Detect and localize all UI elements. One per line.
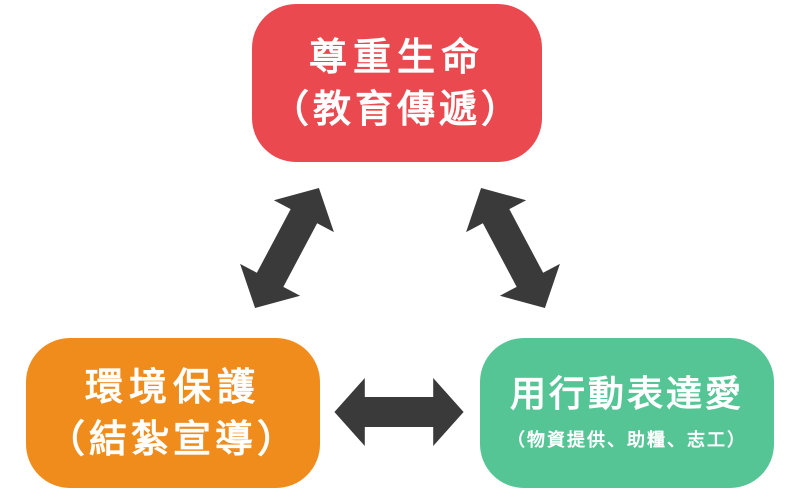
arrow-top-left xyxy=(225,171,349,325)
node-left-subtitle: （結紮宣導） xyxy=(46,417,299,461)
node-environment-protection: 環境保護 （結紮宣導） xyxy=(26,338,320,488)
node-top-subtitle: （教育傳遞） xyxy=(270,87,523,131)
arrow-top-right xyxy=(451,171,575,325)
node-respect-life: 尊重生命 （教育傳遞） xyxy=(252,4,542,162)
node-left-title: 環境保護 xyxy=(84,365,261,409)
node-act-with-love: 用行動表達愛 （物資提供、助糧、志工） xyxy=(480,338,774,488)
node-right-subtitle: （物資提供、助糧、志工） xyxy=(507,430,747,451)
node-right-title: 用行動表達愛 xyxy=(509,374,744,415)
arrow-left-right xyxy=(334,378,464,446)
node-top-title: 尊重生命 xyxy=(308,35,485,79)
